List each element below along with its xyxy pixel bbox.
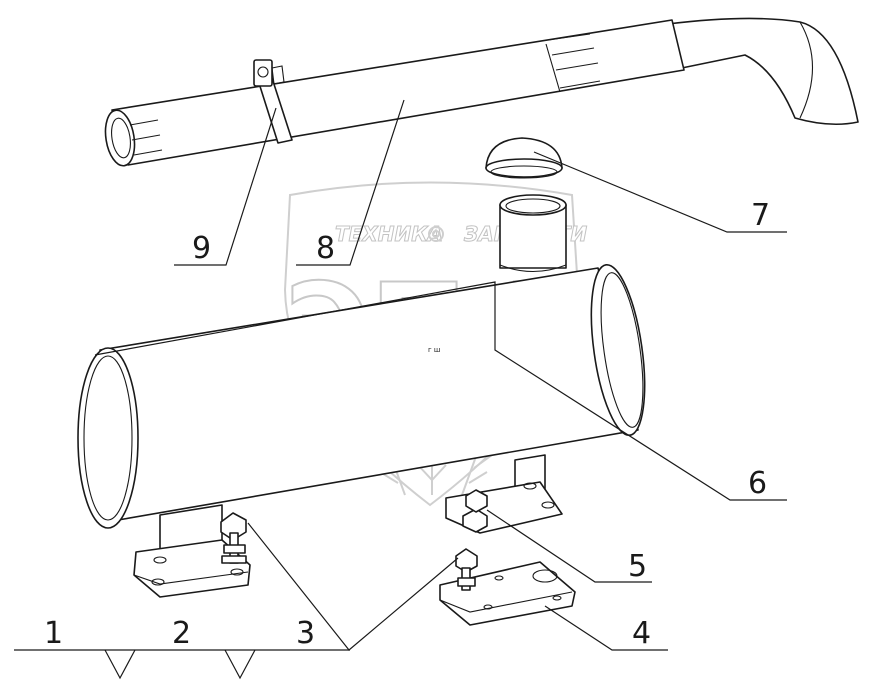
watermark-tagline-left: ТЕХНИКА: [335, 222, 443, 246]
callout-6: 6: [748, 466, 767, 501]
part-1-left-mount: [133, 504, 251, 598]
callout-4: 4: [632, 616, 651, 651]
callout-leaders: [14, 99, 787, 680]
stray-mark: г ш: [428, 346, 440, 354]
gear-icon: [428, 226, 444, 242]
part-8-exhaust-pipe: [104, 17, 859, 167]
part-4-mounting-plate: [439, 548, 576, 626]
part-6-muffler: г ш: [77, 194, 646, 529]
callout-3: 3: [296, 616, 315, 651]
callout-labels: 1 2 3 4 5 6 7 8 9: [44, 198, 770, 651]
callout-1: 1: [44, 616, 63, 651]
callout-9: 9: [192, 231, 211, 266]
part-7-rain-cap: [485, 137, 563, 179]
callout-2: 2: [172, 616, 191, 651]
callout-7: 7: [751, 198, 770, 233]
callout-8: 8: [316, 231, 335, 266]
part-5-right-mount: [445, 454, 563, 534]
part-3-bolt-left: [220, 512, 247, 564]
callout-5: 5: [628, 549, 647, 584]
